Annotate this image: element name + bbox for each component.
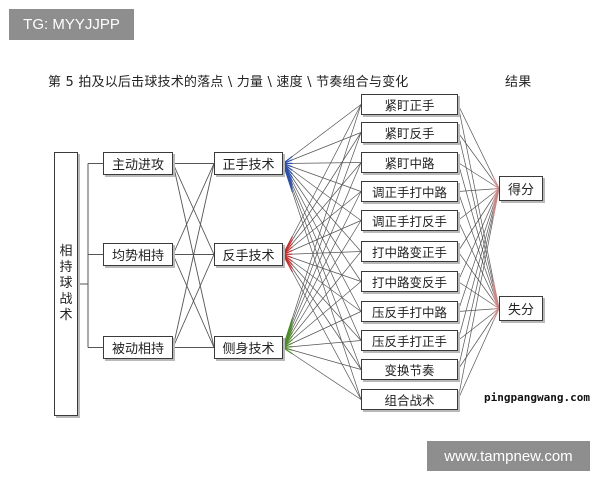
technique-node: 反手技术 [214, 243, 283, 266]
tactic-node: 打中路变反手 [361, 271, 458, 292]
connector-line [457, 308, 500, 341]
connector-line [282, 104, 362, 164]
connector-line [492, 179, 500, 189]
tactic-node: 压反手打正手 [361, 330, 458, 351]
situation-node: 主动进攻 [103, 152, 173, 175]
connector-line [492, 304, 500, 309]
tactic-node: 变换节奏 [361, 359, 458, 380]
connector-line [282, 163, 362, 192]
connector-line [282, 163, 362, 282]
connector-line [282, 254, 362, 400]
connector-line [492, 308, 500, 323]
connector-line [282, 191, 362, 255]
connector-line [457, 188, 500, 282]
tactic-node: 打中路变正手 [361, 241, 458, 262]
connector-line [282, 311, 362, 348]
situation-node: 均势相持 [103, 243, 173, 266]
connector-line [282, 163, 362, 400]
connector-line [282, 251, 362, 348]
connector-line [172, 163, 215, 255]
tactic-node: 压反手打中路 [361, 301, 458, 322]
connector-line [282, 163, 362, 341]
connector-line [282, 132, 362, 255]
diagram-title: 第 5 拍及以后击球技术的落点 \ 力量 \ 速度 \ 节奏组合与变化 [48, 75, 409, 90]
connector-line [282, 254, 362, 370]
tactic-node: 调正手打中路 [361, 181, 458, 202]
connector-line [282, 254, 362, 312]
result-title: 结果 [505, 75, 532, 90]
tactic-node: 紧盯正手 [361, 94, 458, 115]
connector-line [282, 104, 362, 255]
connector-line [282, 163, 293, 193]
connector-line [457, 188, 500, 400]
connector-line [457, 188, 500, 370]
connector-line [282, 132, 362, 164]
connector-line [282, 191, 362, 348]
tactic-node: 组合战术 [361, 389, 458, 410]
tactic-node: 紧盯反手 [361, 122, 458, 143]
technique-node: 正手技术 [214, 152, 283, 175]
connector-line [457, 308, 500, 370]
connector-line [457, 162, 500, 189]
watermark-text: pingpangwang.com [484, 391, 590, 404]
connector-line [282, 347, 293, 355]
tactic-node: 紧盯中路 [361, 152, 458, 173]
connector-line [172, 163, 215, 348]
connector-line [457, 132, 500, 189]
result-node-score: 得分 [499, 176, 543, 201]
connector-line [282, 132, 362, 348]
connector-line [492, 184, 500, 189]
connector-line [282, 254, 293, 273]
situation-node: 被动相持 [103, 336, 173, 359]
connector-line [282, 163, 362, 221]
connector-line [282, 220, 362, 255]
connector-line [282, 163, 362, 252]
connector-line [282, 163, 362, 370]
root-node: 相持球战术 [54, 152, 78, 416]
connector-line [282, 104, 362, 348]
connector-line [492, 188, 500, 221]
connector-line [457, 104, 500, 309]
connector-line [457, 188, 500, 312]
connector-line [282, 254, 362, 341]
connector-line [457, 308, 500, 312]
tactic-node: 调正手打反手 [361, 210, 458, 231]
connector-line [457, 188, 500, 341]
connector-line [282, 220, 362, 348]
connector-line [282, 347, 362, 370]
connector-line [457, 188, 500, 252]
site-label: www.tampnew.com [427, 441, 590, 471]
connector-line [282, 251, 362, 255]
connector-line [457, 188, 500, 192]
result-node-lose: 失分 [499, 296, 543, 321]
connector-line [457, 188, 500, 221]
connector-line [282, 162, 362, 348]
connector-line [282, 162, 362, 255]
connector-line [282, 281, 362, 348]
connector-line [282, 162, 362, 164]
connector-line [282, 254, 362, 282]
connector-line [282, 249, 293, 256]
connector-line [492, 299, 500, 309]
connector-line [282, 347, 362, 400]
connector-line [282, 340, 362, 348]
connector-line [172, 254, 215, 348]
connector-line [457, 104, 500, 189]
connector-line [457, 308, 500, 400]
tg-label: TG: MYYJJPP [9, 9, 134, 40]
technique-node: 侧身技术 [214, 336, 283, 359]
